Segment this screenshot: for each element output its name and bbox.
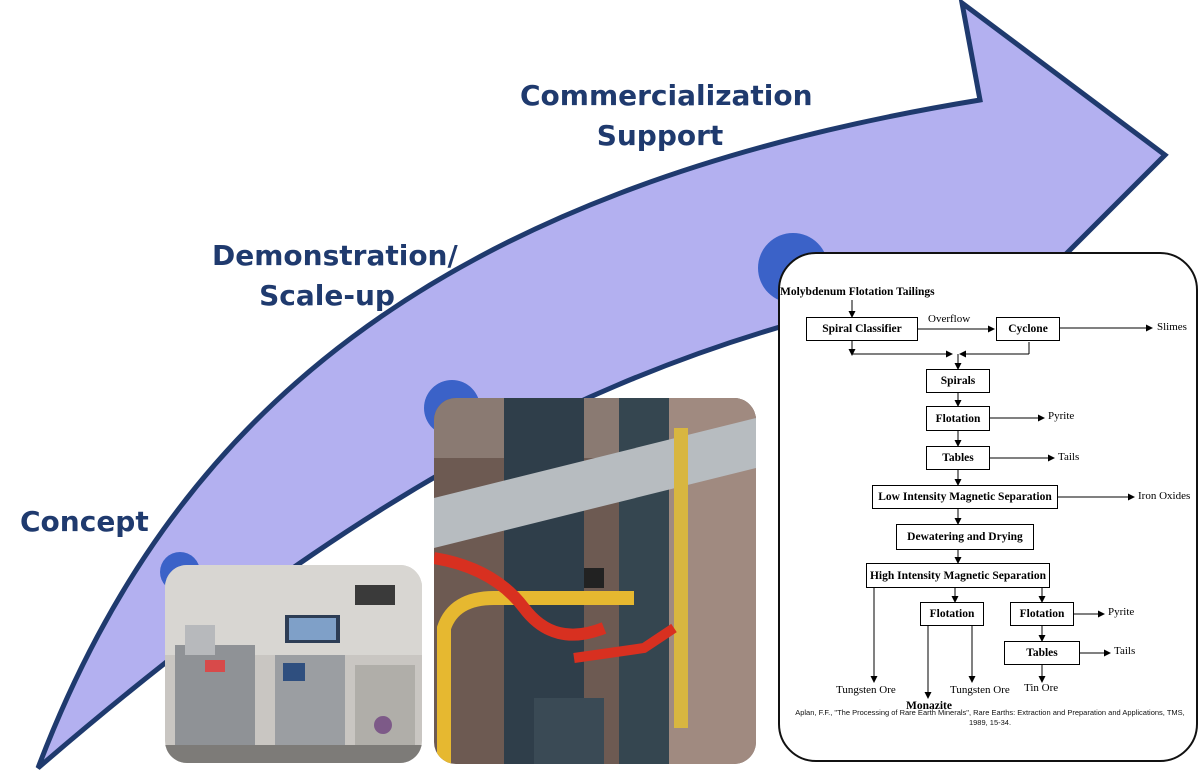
arrow-shape: [35, 0, 1169, 770]
flow-tin-ore-output: Tin Ore: [1024, 682, 1059, 694]
flow-node-tables-1: Tables: [926, 446, 990, 470]
flow-node-spirals: Spirals: [926, 369, 990, 393]
flow-tails-output-2: Tails: [1114, 645, 1136, 657]
flow-node-spiral-classifier: Spiral Classifier: [806, 317, 918, 341]
flow-node-dewatering: Dewatering and Drying: [896, 524, 1034, 550]
process-flowchart: Molybdenum Flotation Tailings Spiral Cla…: [778, 252, 1198, 762]
flow-tungsten-ore-output-2: Tungsten Ore: [950, 684, 1010, 696]
flow-citation: Aplan, F.F., "The Processing of Rare Ear…: [795, 708, 1185, 727]
flow-overflow-label: Overflow: [928, 313, 971, 325]
flow-tails-output-1: Tails: [1058, 451, 1080, 463]
flow-node-cyclone: Cyclone: [996, 317, 1060, 341]
flow-pyrite-output-1: Pyrite: [1048, 410, 1075, 422]
label-concept: Concept: [20, 505, 149, 538]
flow-node-flotation-2: Flotation: [920, 602, 984, 626]
label-commercialization: Commercialization Support: [520, 79, 813, 152]
flow-node-lims: Low Intensity Magnetic Separation: [872, 485, 1058, 509]
flow-feed: Molybdenum Flotation Tailings: [780, 286, 935, 298]
flow-node-hims: High Intensity Magnetic Separation: [866, 563, 1050, 588]
label-demonstration: Demonstration/ Scale-up: [212, 239, 458, 312]
flow-node-flotation-3: Flotation: [1010, 602, 1074, 626]
flow-pyrite-output-2: Pyrite: [1108, 606, 1135, 618]
flow-iron-oxides-output: Iron Oxides: [1138, 490, 1191, 502]
pilot-plant-photo: [434, 398, 756, 764]
flowchart-connectors: [848, 300, 1153, 699]
flow-node-tables-2: Tables: [1004, 641, 1080, 665]
lab-equipment-photo: [165, 565, 422, 763]
flow-tungsten-ore-output-1: Tungsten Ore: [836, 684, 896, 696]
flow-monazite-output: Monazite: [906, 700, 952, 712]
flow-node-flotation-1: Flotation: [926, 406, 990, 431]
flow-slimes-output: Slimes: [1157, 321, 1187, 333]
